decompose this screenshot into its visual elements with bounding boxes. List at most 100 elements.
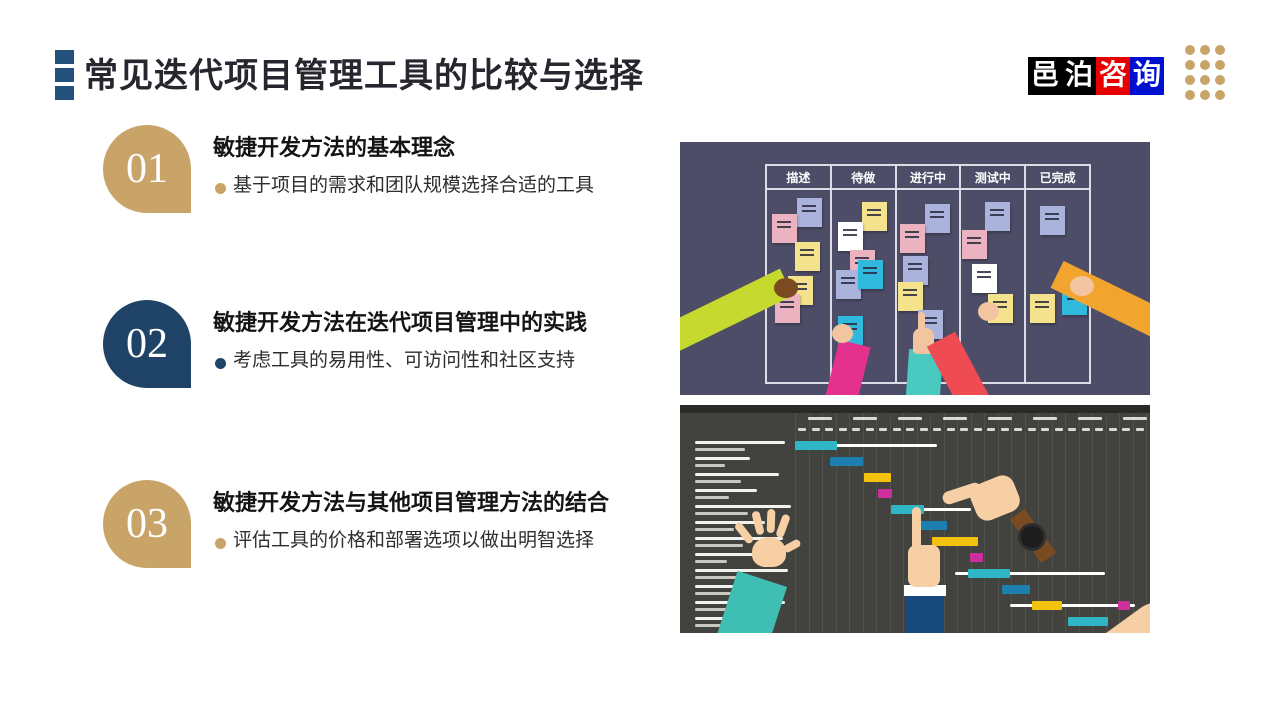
page-title: 常见迭代项目管理工具的比较与选择 [84, 57, 644, 95]
sticky-note [838, 222, 863, 251]
gantt-tick [988, 417, 1012, 420]
gantt-tick [838, 428, 847, 431]
kanban-column: 待做 [831, 166, 897, 382]
gantt-tick [1078, 417, 1102, 420]
grid-dot [1215, 45, 1225, 55]
kanban-column-header: 已完成 [1026, 166, 1089, 190]
arm-sleeve-teal [712, 570, 788, 633]
arm-sleeve-pink [810, 339, 871, 395]
item-bullet-row: 基于项目的需求和团队规模选择合适的工具 [215, 167, 594, 205]
list-item: 02 敏捷开发方法在迭代项目管理中的实践 考虑工具的易用性、可访问性和社区支持 [103, 300, 663, 392]
hand-icon [832, 324, 853, 343]
gantt-gridline [970, 413, 972, 633]
deco-square [55, 50, 74, 64]
gantt-task-label [695, 473, 779, 476]
item-bullet-row: 考虑工具的易用性、可访问性和社区支持 [215, 342, 575, 380]
gantt-bar [932, 537, 978, 546]
item-number-badge: 03 [103, 480, 191, 568]
item-number-badge: 01 [103, 125, 191, 213]
grid-dot [1215, 60, 1225, 70]
gantt-tick [906, 428, 914, 431]
logo-char: 询 [1130, 57, 1164, 95]
gantt-bar [1002, 585, 1030, 594]
gantt-gridline [1146, 413, 1147, 633]
gantt-task-label [695, 592, 731, 595]
sticky-note [972, 264, 997, 293]
gantt-gridline [1119, 413, 1120, 633]
gantt-tick [943, 417, 967, 420]
grid-dot [1200, 75, 1210, 85]
open-hand-icon [752, 537, 786, 567]
gantt-gridline [1078, 413, 1080, 633]
gantt-hands [680, 405, 1150, 633]
gantt-gridline [862, 413, 864, 633]
gantt-illustration [680, 405, 1150, 633]
grid-dot [1200, 90, 1210, 100]
item-number: 01 [126, 146, 168, 192]
gantt-gridline [795, 413, 796, 633]
pointing-hand-icon [908, 545, 940, 587]
gantt-tick [1123, 417, 1147, 420]
gantt-gridline [1132, 413, 1134, 633]
bullet-dot-icon [215, 538, 226, 549]
gantt-task-label [695, 624, 735, 627]
grid-dot [1200, 60, 1210, 70]
gantt-tick [898, 417, 922, 420]
sticky-note [1040, 206, 1065, 235]
gantt-tick [1122, 428, 1130, 431]
gantt-bar [891, 505, 924, 514]
gantt-tick [865, 428, 874, 431]
gantt-tick [1000, 428, 1009, 431]
gantt-bar [1032, 601, 1062, 610]
gantt-summary-line [795, 444, 937, 447]
finger-icon [912, 507, 921, 551]
gantt-task-label [695, 544, 743, 547]
dot-grid [1185, 45, 1225, 100]
gantt-tick [852, 428, 860, 431]
logo-char: 咨 [1096, 57, 1130, 95]
sticky-note [900, 224, 925, 253]
gantt-tick [1033, 417, 1057, 420]
gantt-task-label [695, 480, 741, 483]
bullet-dot-icon [215, 358, 226, 369]
gantt-tick [798, 428, 806, 431]
finger-icon [782, 538, 802, 554]
hand-icon [978, 302, 999, 321]
gantt-tick [1135, 428, 1144, 431]
grid-dot [1185, 75, 1195, 85]
gantt-tick [1014, 428, 1022, 431]
sticky-note [795, 242, 820, 271]
grid-dot [1185, 45, 1195, 55]
gantt-tick [933, 428, 941, 431]
gantt-tick [1027, 428, 1036, 431]
finger-icon [751, 510, 765, 536]
gantt-task-label [695, 576, 746, 579]
sticky-note [858, 260, 883, 289]
gantt-gridline [997, 413, 999, 633]
grid-dot [1185, 90, 1195, 100]
finger-icon [766, 508, 776, 534]
gantt-gridline [984, 413, 985, 633]
item-heading: 敏捷开发方法在迭代项目管理中的实践 [213, 310, 588, 335]
sticky-note [925, 204, 950, 233]
gantt-gridline [822, 413, 823, 633]
gantt-task-label [695, 585, 761, 588]
gantt-tick [987, 428, 995, 431]
gantt-gridline [889, 413, 891, 633]
gantt-tick [1068, 428, 1076, 431]
sticky-note [836, 270, 861, 299]
hand-icon [774, 278, 798, 298]
sticky-note [772, 214, 797, 243]
arm-sleeve-navy [906, 595, 944, 633]
gantt-task-label [695, 457, 750, 460]
logo: 邑泊咨询 [1028, 57, 1164, 95]
gantt-bar [1118, 601, 1130, 610]
gantt-summary-line [1010, 604, 1135, 607]
grid-dot [1200, 45, 1210, 55]
kanban-column: 描述 [767, 166, 832, 382]
item-bullet-row: 评估工具的价格和部署选项以做出明智选择 [215, 522, 594, 560]
gantt-gridline [1051, 413, 1053, 633]
kanban-column: 已完成 [1026, 166, 1089, 382]
kanban-column-header: 描述 [767, 166, 830, 190]
